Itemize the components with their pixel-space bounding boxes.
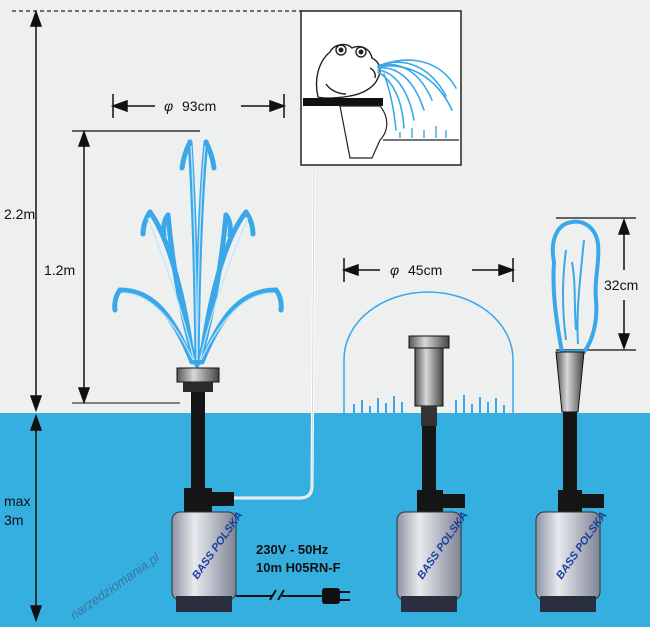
diameter-symbol-1: φ — [164, 98, 173, 114]
bell-tee — [417, 490, 443, 512]
geyser-side-outlet — [582, 494, 604, 508]
geyser-tee — [558, 490, 582, 512]
dimension-32cm — [617, 217, 631, 351]
frog-splash — [399, 126, 447, 138]
pump-1: BASS POLSKA — [171, 510, 246, 612]
geyser-pipe — [563, 412, 577, 496]
hose — [234, 169, 316, 500]
power-spec-line2: 10m H05RN-F — [256, 560, 341, 575]
pump-3: BASS POLSKA — [535, 510, 610, 612]
bell-pipe — [422, 426, 436, 496]
fountain-tee — [184, 488, 212, 512]
label-fountain-height: 1.2m — [44, 262, 75, 278]
dimension-93cm — [110, 94, 287, 118]
fountain-nozzle — [176, 367, 220, 383]
frog-rock — [339, 105, 388, 159]
bell-side-outlet — [443, 494, 465, 508]
label-geyser-height: 32cm — [604, 277, 638, 293]
geyser-foam-detail — [562, 239, 585, 345]
dimension-1-2m — [77, 129, 91, 405]
frog-ledge — [303, 98, 383, 106]
fountain-side-outlet — [212, 492, 234, 506]
label-total-height: 2.2m — [4, 206, 35, 222]
diameter-symbol-2: φ — [390, 262, 399, 278]
frog-spray — [377, 59, 457, 131]
geyser-nozzle — [555, 351, 585, 413]
pump-2: BASS POLSKA — [396, 510, 471, 612]
geyser-foam — [550, 219, 601, 354]
plug-icon — [322, 588, 350, 604]
bell-splash — [353, 395, 505, 413]
dimension-45cm — [341, 258, 516, 282]
fountain-nozzle-base — [183, 382, 213, 392]
bell-nozzle-body — [414, 347, 444, 407]
cable-break-icon — [269, 589, 285, 601]
fountain-spray-detail — [121, 145, 275, 361]
dimension-depth — [29, 413, 43, 623]
frog-icon — [315, 43, 381, 99]
label-fountain-diameter: 93cm — [182, 98, 216, 114]
dimension-2-2m — [29, 9, 43, 413]
label-bell-diameter: 45cm — [408, 262, 442, 278]
label-max: max — [4, 493, 30, 509]
power-spec-line1: 230V - 50Hz — [256, 542, 329, 557]
bell-nozzle-cap — [408, 335, 450, 349]
label-depth: 3m — [4, 512, 23, 528]
bell-nozzle-base — [421, 406, 437, 426]
fountain-pipe — [191, 392, 205, 492]
bell-dome — [343, 291, 514, 414]
